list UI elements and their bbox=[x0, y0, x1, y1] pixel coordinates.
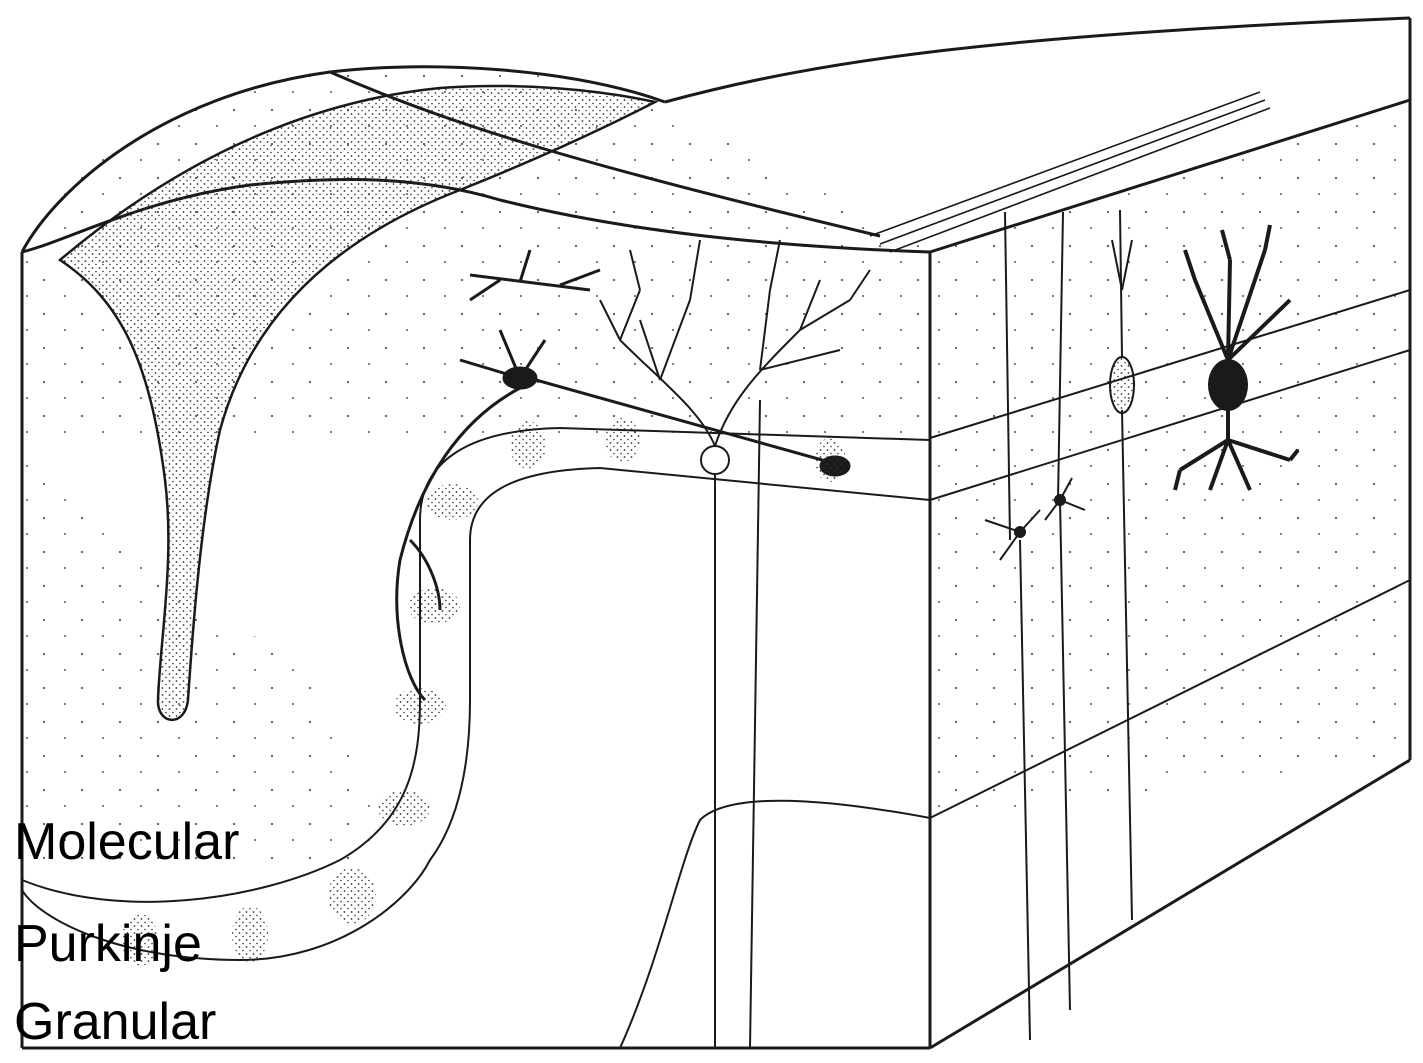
purkinje-layer-label: Purkinje bbox=[14, 918, 202, 970]
molecular-layer-label: Molecular bbox=[14, 816, 239, 868]
granular-layer-label: Granular bbox=[14, 996, 216, 1048]
